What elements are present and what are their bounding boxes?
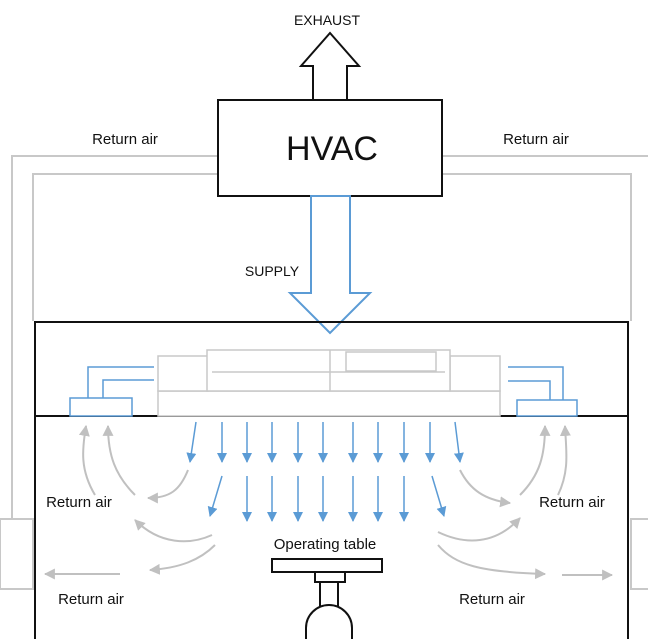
return-air-label-bottom-right: Return air	[459, 591, 525, 608]
return-air-duct	[11, 155, 648, 588]
supply-ducts-to-diffuser	[87, 366, 564, 400]
hvac-unit	[217, 99, 443, 197]
return-air-label-top-right: Return air	[503, 131, 569, 148]
return-air-label-left: Return air	[46, 494, 112, 511]
return-air-label-top-left: Return air	[92, 131, 158, 148]
return-air-label-right: Return air	[539, 494, 605, 511]
operating-room-walls	[34, 321, 629, 639]
exhaust-label: EXHAUST	[294, 12, 361, 28]
laminar-supply-flow	[186, 421, 464, 522]
supply-arrow	[287, 195, 373, 335]
return-air-grille-left	[0, 518, 34, 590]
diffuser-vent-left	[69, 397, 133, 417]
operating-table	[271, 558, 383, 639]
hvac-label: HVAC	[286, 130, 378, 168]
diffuser-vent-right	[516, 399, 578, 417]
return-air-grille-right	[630, 518, 648, 590]
return-air-label-bottom-left: Return air	[58, 591, 124, 608]
return-air-flow	[43, 424, 614, 581]
ceiling-diffuser-unit	[157, 349, 501, 417]
operating-table-label: Operating table	[274, 536, 377, 553]
supply-label: SUPPLY	[245, 263, 300, 279]
exhaust-arrow	[298, 31, 362, 101]
